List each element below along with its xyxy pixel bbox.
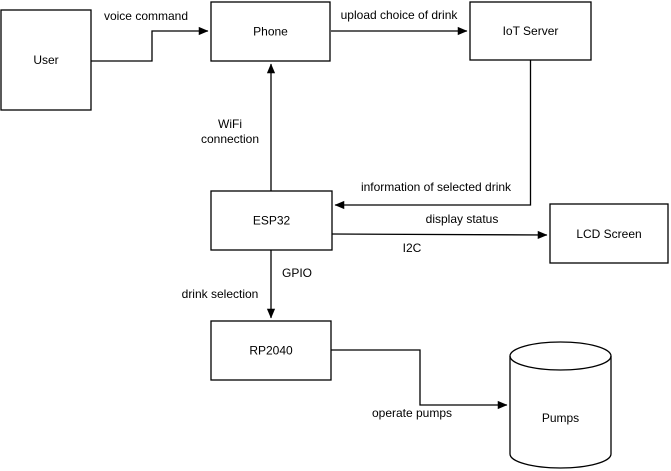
edge-rp2040-to-pumps[interactable] [331, 349, 508, 410]
node-phone-label: Phone [253, 25, 288, 39]
node-esp32[interactable]: ESP32 [210, 190, 333, 251]
node-esp32-box[interactable] [210, 190, 333, 251]
node-phone[interactable]: Phone [210, 1, 331, 62]
edge-label-wifi-line1: WiFi [218, 117, 242, 131]
node-iot-server[interactable]: IoT Server [469, 1, 592, 61]
node-pumps-cylinder-body[interactable] [509, 341, 612, 469]
node-pumps-label: Pumps [542, 411, 579, 425]
edge-label-display-status: display status [426, 212, 499, 226]
edge-label-gpio: GPIO [282, 266, 312, 280]
edge-iot-server-to-esp32[interactable] [334, 60, 532, 210]
node-lcd-screen-label: LCD Screen [576, 227, 641, 241]
node-user[interactable]: User [0, 9, 92, 111]
edge-label-upload-choice-of-drink: upload choice of drink [341, 8, 459, 22]
node-user-label: User [33, 53, 58, 67]
node-iot-server-label: IoT Server [503, 24, 559, 38]
edges [91, 26, 548, 410]
node-pumps[interactable]: Pumps [509, 341, 612, 469]
node-user-box[interactable] [0, 9, 92, 111]
edge-labels: voice command upload choice of drink WiF… [104, 8, 512, 420]
node-iot-server-box[interactable] [469, 1, 592, 61]
edge-user-to-phone[interactable] [91, 26, 209, 62]
edge-label-information-of-selected-drink: information of selected drink [361, 180, 512, 194]
edge-label-drink-selection: drink selection [182, 287, 259, 301]
node-rp2040-box[interactable] [210, 320, 332, 381]
node-esp32-label: ESP32 [253, 214, 291, 228]
node-lcd-screen-box[interactable] [549, 203, 669, 264]
edge-esp32-to-lcd-screen[interactable] [331, 230, 548, 240]
edge-label-wifi-line2: connection [201, 132, 259, 146]
node-pumps-cylinder-top-rim [509, 355, 612, 371]
node-rp2040[interactable]: RP2040 [210, 320, 332, 381]
node-rp2040-label: RP2040 [249, 344, 293, 358]
node-phone-box[interactable] [210, 1, 331, 62]
edge-label-voice-command: voice command [104, 9, 188, 23]
node-lcd-screen[interactable]: LCD Screen [549, 203, 669, 264]
edge-label-i2c: I2C [403, 241, 422, 255]
edge-label-operate-pumps: operate pumps [372, 406, 452, 420]
